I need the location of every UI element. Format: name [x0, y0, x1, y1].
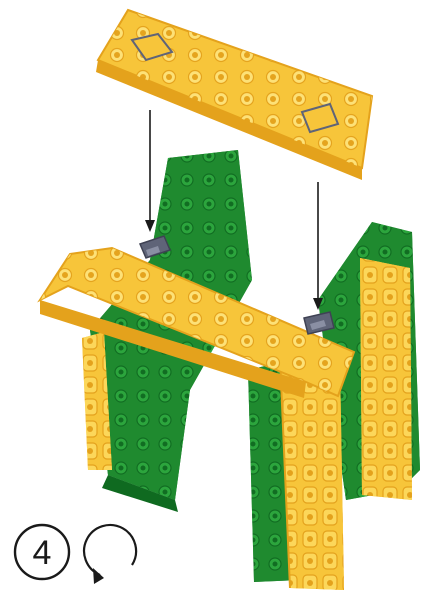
step-number: 4: [33, 534, 52, 572]
assembly-arrow-right: [313, 182, 323, 310]
assembly-arrow-left: [145, 110, 155, 232]
step-number-badge: 4: [15, 525, 69, 579]
rotate-clockwise-icon: [84, 525, 136, 584]
